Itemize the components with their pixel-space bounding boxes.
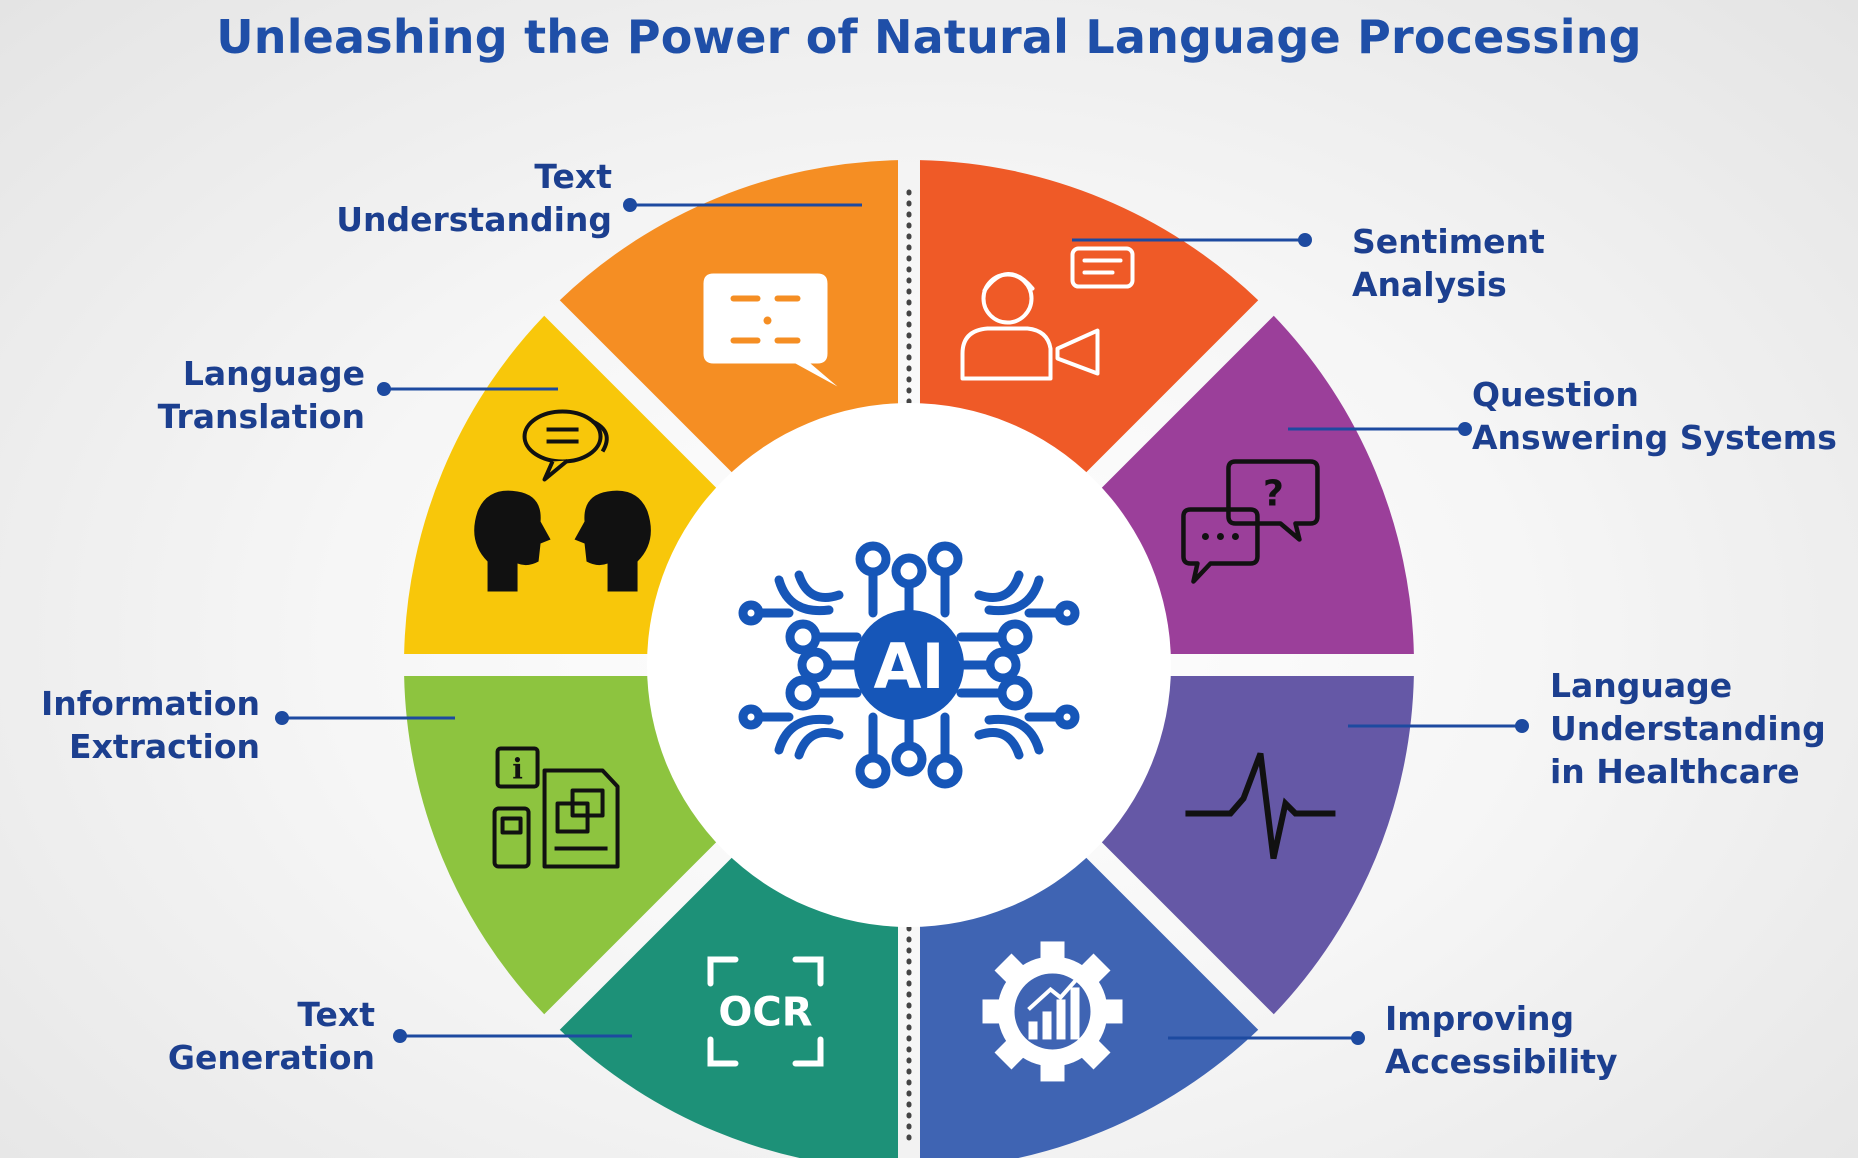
- label-line: in Healthcare: [1550, 752, 1800, 791]
- connector-language-understanding-healthcare: [1348, 719, 1529, 733]
- segment-language-understanding-healthcare: [1096, 675, 1414, 1015]
- label-line: Text: [534, 157, 612, 196]
- label-line: Accessibility: [1385, 1042, 1618, 1081]
- connector-improving-accessibility: [1168, 1031, 1365, 1045]
- connector-language-translation: [377, 382, 558, 396]
- segment-information-extraction: [404, 675, 722, 1015]
- ai-chip-icon: [738, 541, 1080, 789]
- connector-information-extraction: [275, 711, 455, 725]
- heartbeat-pulse-icon: [1185, 752, 1336, 860]
- segment-text-generation: [559, 852, 899, 1158]
- ocr-scan-icon: OCR: [707, 956, 824, 1067]
- segment-question-answering-systems: [1096, 315, 1414, 655]
- connector-text-understanding: [623, 198, 862, 212]
- ai-badge-text: AI: [873, 630, 944, 703]
- question-mark-text: ?: [1263, 473, 1284, 514]
- label-line: Understanding: [1550, 709, 1826, 748]
- label-line: Language: [1550, 666, 1733, 705]
- label-line: Sentiment: [1352, 222, 1545, 261]
- label-line: Answering Systems: [1472, 418, 1837, 457]
- label-line: Translation: [157, 397, 365, 436]
- label-line: Understanding: [336, 200, 612, 239]
- gear-chart-icon: [982, 941, 1123, 1082]
- ocr-text: OCR: [718, 989, 812, 1035]
- label-line: Text: [297, 995, 375, 1034]
- speaker-megaphone-icon: [960, 246, 1135, 381]
- text-chat-bubble-icon: [703, 273, 838, 387]
- page-title: Unleashing the Power of Natural Language…: [216, 10, 1642, 64]
- label-line: Improving: [1385, 999, 1575, 1038]
- question-chat-bubbles-icon: ?: [1181, 459, 1320, 584]
- two-people-talking-icon: [474, 409, 651, 592]
- label-line: Analysis: [1352, 265, 1507, 304]
- label-line: Extraction: [69, 727, 260, 766]
- label-line: Information: [41, 684, 260, 723]
- label-line: Language: [182, 354, 365, 393]
- connector-text-generation: [393, 1029, 632, 1043]
- label-line: Question: [1472, 375, 1639, 414]
- connector-sentiment-analysis: [1072, 233, 1312, 247]
- label-line: Generation: [167, 1038, 375, 1077]
- info-glyph-text: i: [512, 753, 523, 786]
- segment-language-translation: [404, 315, 722, 655]
- connector-question-answering-systems: [1288, 422, 1472, 436]
- info-documents-icon: i: [492, 746, 620, 869]
